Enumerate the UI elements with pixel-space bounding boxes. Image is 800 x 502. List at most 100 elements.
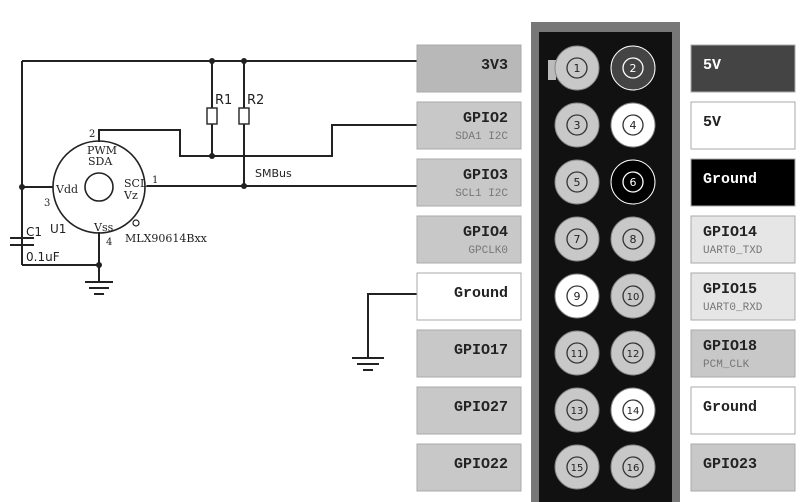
header-pin: 13 [554, 387, 600, 433]
pin-label-box [416, 329, 522, 378]
header-pin-ring [622, 399, 644, 421]
pin-label-box [690, 101, 796, 150]
junction-dot [209, 58, 215, 64]
header-pin-number: 7 [574, 233, 581, 246]
header-pin: 12 [610, 330, 656, 376]
pin-label-box [690, 158, 796, 207]
sensor-ref-label: U1 [50, 222, 66, 236]
header-pin: 4 [610, 102, 656, 148]
left-pin-label: GPIO17 [416, 329, 522, 378]
pin-label-name: GPIO2 [463, 110, 508, 127]
sensor-pin-number-4: 4 [106, 237, 112, 248]
header-pin-pad [554, 330, 600, 376]
header-pin: 15 [554, 444, 600, 490]
capacitor-name-label: C1 [26, 225, 42, 239]
pin-label-box [416, 443, 522, 492]
sensor-pin-number-1: 1 [152, 175, 158, 186]
header-pin-pad [610, 444, 656, 490]
pin-label-name: GPIO3 [463, 167, 508, 184]
header-pin: 5 [554, 159, 600, 205]
pin-label-name: GPIO18 [703, 338, 757, 355]
resistor-r2-label: R2 [247, 93, 264, 108]
right-pin-label: 5V [690, 101, 796, 150]
junction-dot [19, 184, 25, 190]
header-pin-pad [610, 330, 656, 376]
header-pin: 14 [610, 387, 656, 433]
header-pin-number: 5 [574, 176, 581, 189]
pin-label-name: GPIO15 [703, 281, 757, 298]
header-pin-pad [610, 216, 656, 262]
header-pin: 2 [610, 45, 656, 91]
junction-dot [241, 58, 247, 64]
header-pin-pad [610, 102, 656, 148]
header-pin-number: 15 [571, 463, 584, 474]
right-pin-label: Ground [690, 386, 796, 435]
pin-label-box [416, 215, 522, 264]
wire-sda [98, 124, 417, 157]
header-pin-ring [566, 57, 588, 79]
header-pin-number: 16 [627, 463, 640, 474]
pin-label-box [690, 386, 796, 435]
header-pin-number: 8 [630, 233, 637, 246]
pin-label-box [690, 329, 796, 378]
header-pin-ring [622, 171, 644, 193]
pin-label-function: PCM_CLK [703, 359, 750, 371]
pin-label-name: GPIO23 [703, 456, 757, 473]
header-pin-ring [566, 342, 588, 364]
capacitor-value-label: 0.1uF [26, 250, 60, 264]
header-pin: 16 [610, 444, 656, 490]
sensor-pin-vss: Vss [93, 221, 114, 234]
sensor-lens [84, 172, 114, 202]
junction-dot [241, 183, 247, 189]
pin-label-name: Ground [454, 285, 508, 302]
sensor-pin-number-3: 3 [44, 198, 50, 209]
wire-ground [367, 293, 417, 358]
left-pin-label: GPIO22 [416, 443, 522, 492]
pin-label-function: GPCLK0 [468, 245, 508, 257]
header-pin-ring [622, 57, 644, 79]
resistor-r1-body [206, 107, 218, 125]
header-pin: 9 [554, 273, 600, 319]
junction-dot [96, 262, 102, 268]
header-pin-pad [554, 273, 600, 319]
header-pin-number: 2 [630, 62, 637, 75]
pin1-marker [548, 60, 556, 80]
sensor-pin-sda: SDA [88, 155, 113, 168]
header-inner-black [539, 32, 672, 502]
pin-label-name: GPIO17 [454, 342, 508, 359]
header-pin: 11 [554, 330, 600, 376]
sensor-pin-pwm: PWM [87, 144, 117, 157]
header-pin: 8 [610, 216, 656, 262]
junction-dot [209, 153, 215, 159]
pin-label-box [416, 101, 522, 150]
header-pin-pad [610, 273, 656, 319]
sensor-tab [132, 219, 140, 227]
header-pin-number: 12 [627, 349, 640, 360]
pin-label-box [416, 272, 522, 321]
header-pin: 1 [554, 45, 600, 91]
header-pin-number: 3 [574, 119, 581, 132]
header-pin-number: 4 [630, 119, 637, 132]
header-pin-ring [566, 114, 588, 136]
header-pin-pad [554, 159, 600, 205]
header-pin-ring [566, 399, 588, 421]
right-pin-labels: 5V5VGroundGPIO14UART0_TXDGPIO15UART0_RXD… [690, 44, 796, 492]
pin-label-box [690, 215, 796, 264]
sensor-pin-scl: SCL [124, 177, 148, 190]
left-pin-label: 3V3 [416, 44, 522, 93]
left-pin-label: GPIO27 [416, 386, 522, 435]
header-pin-ring [622, 114, 644, 136]
header-pin-pad [554, 444, 600, 490]
right-pin-label: 5V [690, 44, 796, 93]
resistor-r2-body [238, 107, 250, 125]
header-pin-number: 1 [574, 62, 581, 75]
pin-label-function: UART0_RXD [703, 302, 763, 314]
pin-label-name: 5V [703, 114, 721, 131]
